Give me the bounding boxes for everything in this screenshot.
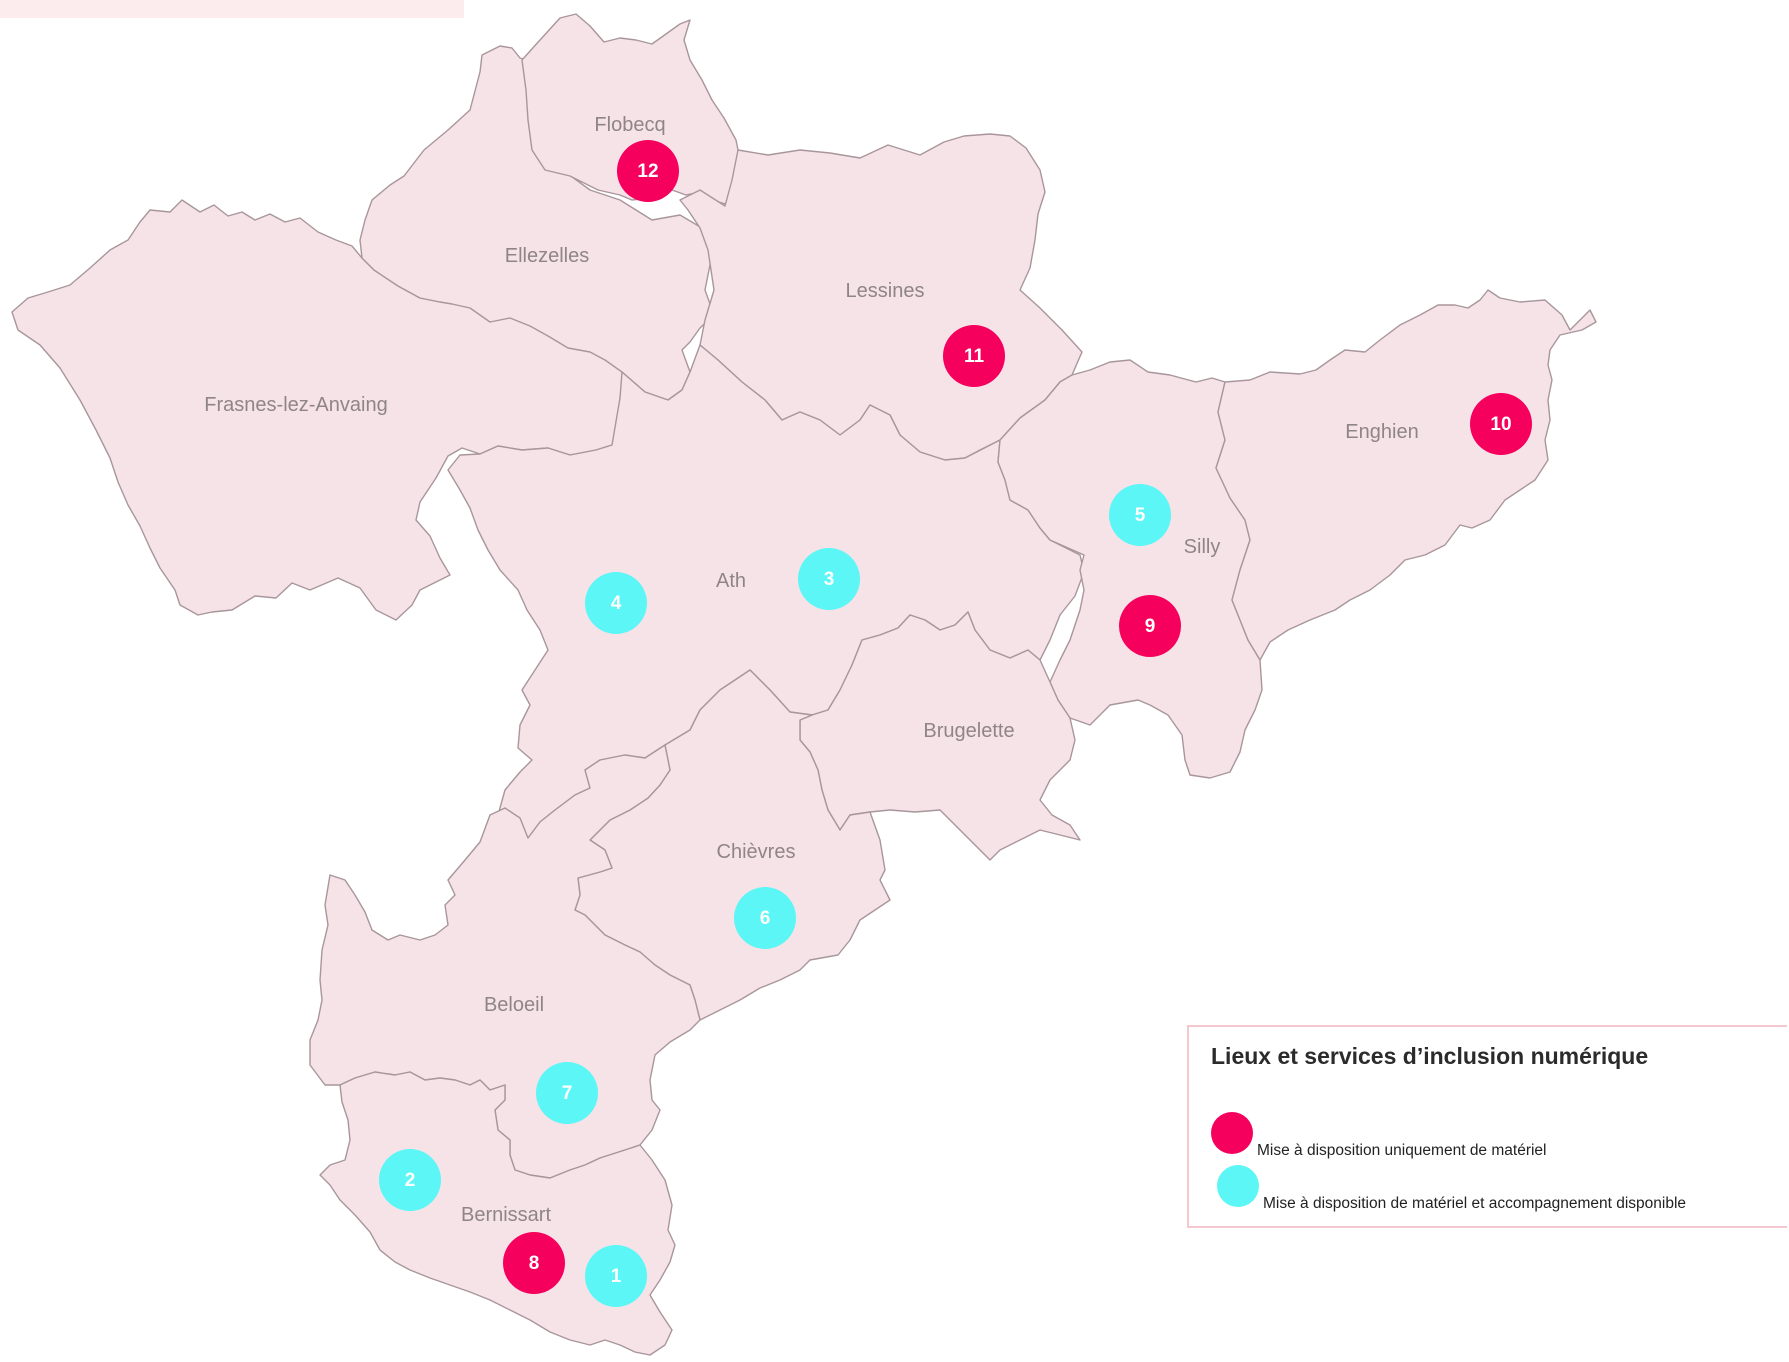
marker-10[interactable]: 10: [1470, 393, 1532, 455]
legend-swatch-accompagnement: [1217, 1165, 1259, 1207]
place-label-brugelette: Brugelette: [923, 720, 1014, 742]
marker-number: 5: [1135, 505, 1146, 526]
marker-3[interactable]: 3: [798, 548, 860, 610]
marker-12[interactable]: 12: [617, 140, 679, 202]
place-label-lessines: Lessines: [846, 280, 925, 302]
marker-1[interactable]: 1: [585, 1245, 647, 1307]
marker-circle: [943, 325, 1005, 387]
marker-number: 6: [760, 908, 771, 929]
place-label-enghien: Enghien: [1345, 421, 1418, 443]
marker-circle: [585, 572, 647, 634]
place-label-frasnes-lez-anvaing: Frasnes-lez-Anvaing: [204, 394, 387, 416]
marker-7[interactable]: 7: [536, 1062, 598, 1124]
marker-circle: [734, 887, 796, 949]
marker-number: 12: [637, 161, 658, 182]
marker-8[interactable]: 8: [503, 1232, 565, 1294]
legend-label-accompagnement: Mise à disposition de matériel et accomp…: [1263, 1195, 1687, 1212]
map-legend: Lieux et services d’inclusion numérique …: [1187, 1025, 1787, 1228]
place-label-ellezelles: Ellezelles: [505, 245, 589, 267]
marker-circle: [379, 1149, 441, 1211]
legend-swatch-materiel: [1211, 1112, 1253, 1154]
marker-number: 3: [824, 569, 835, 590]
marker-circle: [1119, 595, 1181, 657]
marker-number: 8: [529, 1253, 540, 1274]
marker-circle: [1470, 393, 1532, 455]
marker-circle: [536, 1062, 598, 1124]
place-label-flobecq: Flobecq: [594, 114, 665, 136]
marker-circle: [617, 140, 679, 202]
marker-circle: [503, 1232, 565, 1294]
place-label-bernissart: Bernissart: [461, 1204, 551, 1226]
marker-number: 7: [562, 1083, 573, 1104]
marker-11[interactable]: 11: [943, 325, 1005, 387]
marker-9[interactable]: 9: [1119, 595, 1181, 657]
corner-tab: [0, 0, 464, 18]
legend-label-materiel: Mise à disposition uniquement de matérie…: [1257, 1142, 1547, 1159]
marker-circle: [585, 1245, 647, 1307]
place-label-silly: Silly: [1184, 536, 1221, 558]
marker-number: 2: [405, 1170, 416, 1191]
marker-circle: [798, 548, 860, 610]
region-silly: [997, 359, 1263, 779]
marker-number: 4: [611, 593, 622, 614]
marker-number: 9: [1145, 616, 1156, 637]
legend-title: Lieux et services d’inclusion numérique: [1211, 1043, 1649, 1069]
marker-5[interactable]: 5: [1109, 484, 1171, 546]
marker-2[interactable]: 2: [379, 1149, 441, 1211]
place-label-ath: Ath: [716, 570, 746, 592]
marker-4[interactable]: 4: [585, 572, 647, 634]
place-label-chievres: Chièvres: [717, 841, 796, 863]
marker-circle: [1109, 484, 1171, 546]
marker-number: 10: [1490, 414, 1511, 435]
marker-number: 1: [611, 1266, 622, 1287]
marker-number: 11: [964, 346, 985, 367]
place-label-beloeil: Beloeil: [484, 994, 544, 1016]
region-enghien: [1215, 289, 1597, 661]
marker-6[interactable]: 6: [734, 887, 796, 949]
